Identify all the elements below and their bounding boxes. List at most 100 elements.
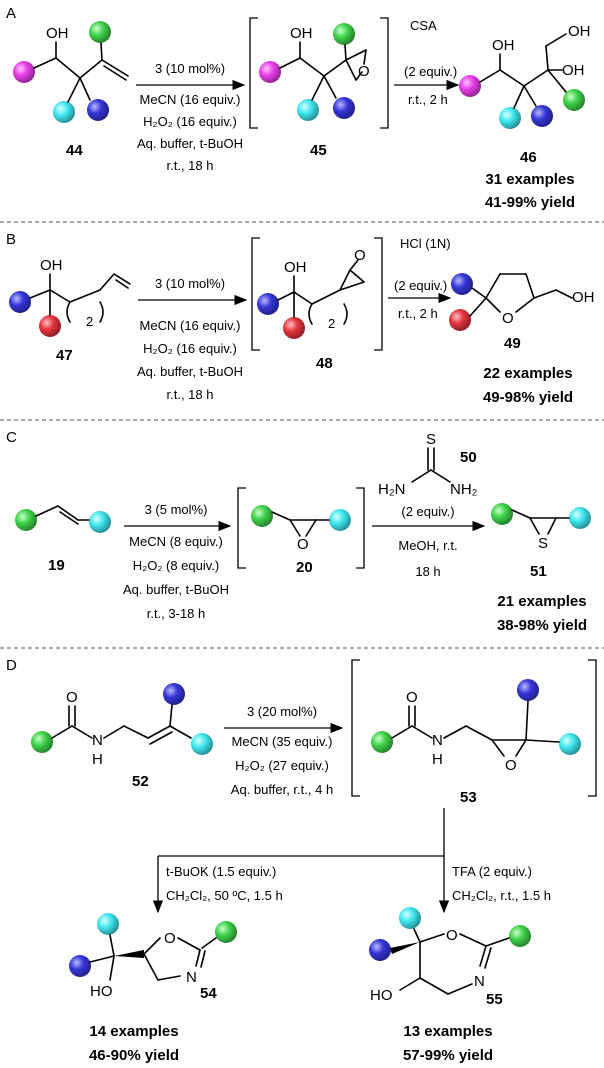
amide-hydrogen: H xyxy=(432,751,443,768)
condition-catalyst: 3 (5 mol%) xyxy=(145,502,208,517)
substituent-sphere xyxy=(39,315,61,337)
compound-number-55: 55 xyxy=(486,991,503,1008)
epoxide-oxygen: O xyxy=(297,536,309,553)
amide-nitrogen: N xyxy=(432,732,443,749)
thiirane-sulfur: S xyxy=(538,535,548,552)
condition-line: (2 equiv.) xyxy=(394,278,447,293)
substituent-sphere xyxy=(31,731,53,753)
substituent-sphere xyxy=(559,733,581,755)
hydroxyl-label: OH xyxy=(290,25,313,42)
substituent-sphere xyxy=(257,293,279,315)
compound-19: 19 xyxy=(15,505,111,574)
panel-b: B OH 2 47 3 (10 mol%) MeCN (16 equiv.) H… xyxy=(6,231,595,406)
compound-number-49: 49 xyxy=(504,335,521,352)
sulfur-label: S xyxy=(426,431,436,448)
ring-oxygen: O xyxy=(164,930,176,947)
substituent-sphere xyxy=(459,75,481,97)
condition-line: H₂O₂ (8 equiv.) xyxy=(133,558,219,573)
condition-line: r.t., 2 h xyxy=(408,92,448,107)
compound-46: OH OH OH 46 xyxy=(459,23,591,166)
substituent-sphere xyxy=(89,21,111,43)
hydroxyl-label: HO xyxy=(90,983,113,1000)
hydroxyl-label: OH xyxy=(46,25,69,42)
compound-51: S 51 xyxy=(491,503,591,580)
compound-20: O 20 xyxy=(251,505,351,576)
condition-line: MeCN (35 equiv.) xyxy=(232,734,333,749)
condition-line: TFA (2 equiv.) xyxy=(452,864,532,879)
yield-range: 38-98% yield xyxy=(497,617,587,634)
hydroxyl-label: OH xyxy=(568,23,591,40)
condition-line: H₂O₂ (16 equiv.) xyxy=(143,114,237,129)
ring-oxygen: O xyxy=(502,310,514,327)
substituent-sphere xyxy=(333,23,355,45)
compound-number-54: 54 xyxy=(200,985,217,1002)
panel-c: C 19 3 (5 mol%) MeCN (8 equiv.) H₂O₂ (8 … xyxy=(6,429,591,634)
compound-number-51: 51 xyxy=(530,563,547,580)
condition-line: (2 equiv.) xyxy=(404,64,457,79)
compound-number-20: 20 xyxy=(296,559,313,576)
amine-label: NH₂ xyxy=(450,481,478,498)
substituent-sphere xyxy=(251,505,273,527)
compound-45: O OH 45 xyxy=(259,23,370,159)
hydroxyl-label: OH xyxy=(284,259,307,276)
condition-line: HCl (1N) xyxy=(400,236,451,251)
compound-number-19: 19 xyxy=(48,557,65,574)
hydroxyl-label: OH xyxy=(492,37,515,54)
compound-54: O N HO 54 xyxy=(69,913,237,1002)
substituent-sphere xyxy=(13,61,35,83)
examples-count: 21 examples xyxy=(497,593,586,610)
substituent-sphere xyxy=(563,89,585,111)
substituent-sphere xyxy=(509,925,531,947)
substituent-sphere xyxy=(9,291,31,313)
compound-number-48: 48 xyxy=(316,355,333,372)
ring-nitrogen: N xyxy=(474,973,485,990)
epoxide-oxygen: O xyxy=(358,63,370,80)
condition-line: Aq. buffer, t-BuOH xyxy=(137,364,243,379)
substituent-sphere xyxy=(283,317,305,339)
substituent-sphere xyxy=(329,509,351,531)
condition-line: Aq. buffer, t-BuOH xyxy=(137,136,243,151)
condition-line: MeCN (16 equiv.) xyxy=(140,318,241,333)
hydroxyl-label: OH xyxy=(572,289,595,306)
compound-number-52: 52 xyxy=(132,773,149,790)
subscript-n: 2 xyxy=(86,314,93,329)
condition-line: H₂O₂ (27 equiv.) xyxy=(235,758,329,773)
condition-catalyst: 3 (10 mol%) xyxy=(155,61,225,76)
substituent-sphere xyxy=(69,955,91,977)
compound-47: OH 2 47 xyxy=(9,257,131,364)
hydroxyl-label: OH xyxy=(40,257,63,274)
ring-nitrogen: N xyxy=(186,969,197,986)
substituent-sphere xyxy=(53,101,75,123)
substituent-sphere xyxy=(451,273,473,295)
compound-number-47: 47 xyxy=(56,347,73,364)
ring-oxygen: O xyxy=(446,927,458,944)
compound-number-50: 50 xyxy=(460,449,477,466)
compound-number-46: 46 xyxy=(520,149,537,166)
substituent-sphere xyxy=(163,683,185,705)
condition-line: Aq. buffer, t-BuOH xyxy=(123,582,229,597)
compound-50: S H₂N NH₂ 50 xyxy=(378,431,478,498)
condition-line: 18 h xyxy=(415,564,440,579)
panel-letter-c: C xyxy=(6,429,17,446)
substituent-sphere xyxy=(97,913,119,935)
condition-line: MeOH, r.t. xyxy=(398,538,457,553)
compound-53: O O N H 53 xyxy=(371,679,581,806)
substituent-sphere xyxy=(15,509,37,531)
condition-line: r.t., 18 h xyxy=(167,158,214,173)
yield-range: 49-98% yield xyxy=(483,389,573,406)
substituent-sphere xyxy=(517,679,539,701)
compound-55: O N HO 55 xyxy=(369,907,531,1008)
condition-line: r.t., 3-18 h xyxy=(147,606,206,621)
compound-number-45: 45 xyxy=(310,142,327,159)
compound-48: O OH 2 48 xyxy=(257,247,366,372)
substituent-sphere xyxy=(369,939,391,961)
yield-range: 57-99% yield xyxy=(403,1047,493,1064)
subscript-n: 2 xyxy=(328,316,335,331)
substituent-sphere xyxy=(491,503,513,525)
amide-hydrogen: H xyxy=(92,751,103,768)
condition-line: t-BuOK (1.5 equiv.) xyxy=(166,864,276,879)
condition-line: CH₂Cl₂, 50 ºC, 1.5 h xyxy=(166,888,283,903)
substituent-sphere xyxy=(531,105,553,127)
substituent-sphere xyxy=(449,309,471,331)
